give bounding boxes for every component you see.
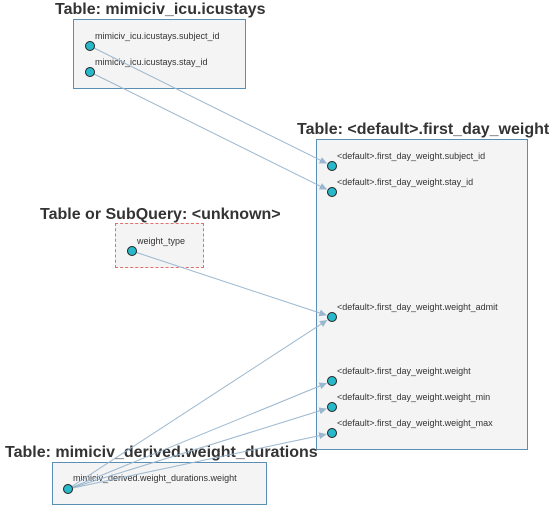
column-node[interactable] [327, 161, 337, 171]
column-label: <default>.first_day_weight.weight_admit [337, 302, 498, 312]
column-node[interactable] [63, 484, 73, 494]
column-label: <default>.first_day_weight.weight_max [337, 418, 493, 428]
column-label: <default>.first_day_weight.weight_min [337, 392, 491, 402]
column-label: weight_type [137, 236, 186, 246]
column-node[interactable] [327, 312, 337, 322]
table-title-weight-durations: Table: mimiciv_derived.weight_durations [5, 444, 318, 461]
column-label: mimiciv_derived.weight_durations.weight [73, 473, 237, 483]
lineage-edge [89, 71, 328, 190]
table-icustays[interactable] [73, 19, 246, 89]
column-node[interactable] [127, 246, 137, 256]
column-node[interactable] [327, 428, 337, 438]
table-title-first-day-weight: Table: <default>.first_day_weight [297, 121, 550, 138]
column-label: <default>.first_day_weight.weight [337, 366, 471, 376]
column-node[interactable] [85, 41, 95, 51]
column-label: mimiciv_icu.icustays.subject_id [95, 31, 220, 41]
column-node[interactable] [327, 187, 337, 197]
column-label: <default>.first_day_weight.stay_id [337, 177, 474, 187]
column-node[interactable] [327, 402, 337, 412]
column-label: mimiciv_icu.icustays.stay_id [95, 57, 208, 67]
column-node[interactable] [327, 376, 337, 386]
table-title-icustays: Table: mimiciv_icu.icustays [55, 1, 266, 18]
column-label: <default>.first_day_weight.subject_id [337, 151, 486, 161]
column-node[interactable] [85, 67, 95, 77]
table-title-unknown: Table or SubQuery: <unknown> [40, 206, 281, 223]
